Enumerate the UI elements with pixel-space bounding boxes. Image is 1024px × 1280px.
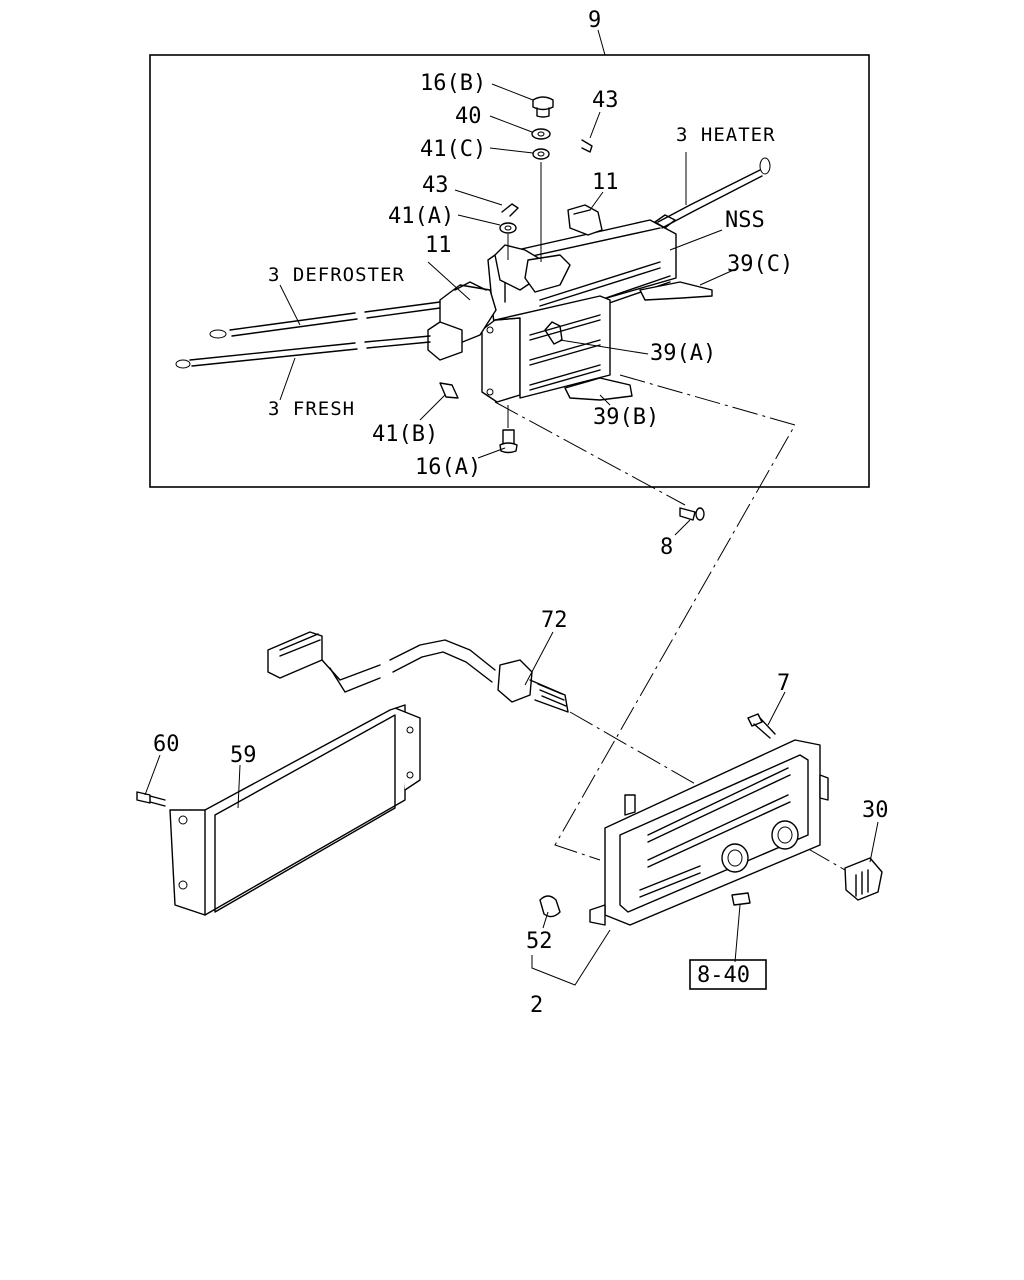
label-72: 72 bbox=[541, 608, 568, 633]
fresh-cable bbox=[175, 335, 431, 369]
label-8-40: 8-40 bbox=[697, 963, 750, 988]
label-16b: 16(B) bbox=[420, 71, 486, 96]
control-mechanism bbox=[427, 204, 713, 403]
label-41b: 41(B) bbox=[372, 422, 438, 447]
label-43-mid: 43 bbox=[422, 173, 449, 198]
tab-8-40 bbox=[731, 892, 751, 906]
clip-43-mid bbox=[501, 203, 519, 217]
assembly-frame bbox=[149, 54, 870, 488]
knob-30 bbox=[844, 857, 883, 901]
label-11-left: 11 bbox=[425, 233, 452, 258]
label-43-top: 43 bbox=[592, 88, 619, 113]
bolt-16b bbox=[532, 96, 554, 118]
bulb-52 bbox=[539, 895, 561, 918]
washer-41b bbox=[439, 382, 459, 399]
control-panel-2 bbox=[589, 739, 829, 926]
washer-41a bbox=[499, 222, 517, 234]
cover-59 bbox=[169, 704, 421, 916]
label-2: 2 bbox=[530, 993, 543, 1018]
label-8: 8 bbox=[660, 535, 673, 560]
label-39c: 39(C) bbox=[727, 252, 793, 277]
heater-cable bbox=[654, 157, 771, 229]
label-39b: 39(B) bbox=[593, 405, 659, 430]
label-7: 7 bbox=[777, 671, 790, 696]
label-9: 9 bbox=[588, 8, 601, 33]
wiring-harness-72 bbox=[267, 631, 569, 713]
defroster-cable bbox=[209, 301, 441, 339]
label-40: 40 bbox=[455, 104, 482, 129]
screw-8 bbox=[679, 507, 705, 521]
washer-41c bbox=[532, 148, 550, 160]
screw-7 bbox=[747, 713, 776, 739]
label-3-heater: 3 HEATER bbox=[676, 124, 776, 146]
screw-60 bbox=[136, 791, 166, 807]
label-3-fresh: 3 FRESH bbox=[268, 398, 355, 420]
label-59: 59 bbox=[230, 743, 257, 768]
clip-43-top bbox=[581, 139, 593, 153]
label-30: 30 bbox=[862, 798, 889, 823]
label-41c: 41(C) bbox=[420, 137, 486, 162]
label-nss: NSS bbox=[725, 208, 765, 233]
label-52: 52 bbox=[526, 929, 553, 954]
label-11-top: 11 bbox=[592, 170, 619, 195]
label-39a: 39(A) bbox=[650, 341, 716, 366]
washer-40 bbox=[531, 128, 551, 140]
label-41a: 41(A) bbox=[388, 204, 454, 229]
label-60: 60 bbox=[153, 732, 180, 757]
bolt-16a bbox=[499, 429, 518, 454]
label-16a: 16(A) bbox=[415, 455, 481, 480]
label-3-defroster: 3 DEFROSTER bbox=[268, 264, 405, 286]
reference-box bbox=[689, 959, 767, 990]
